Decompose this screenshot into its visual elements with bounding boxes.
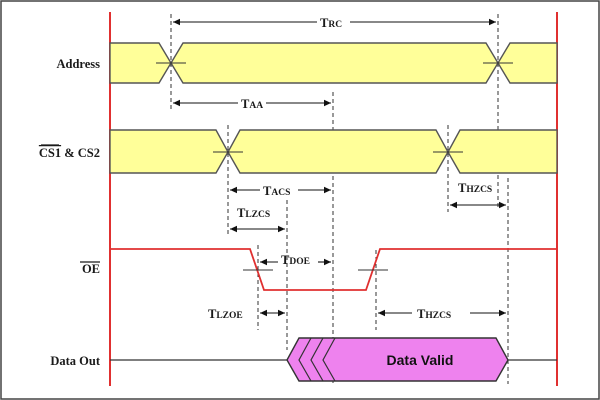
- taa-label: TAA: [241, 97, 263, 111]
- taa-dimension: TAA: [173, 97, 331, 111]
- cs-bus: [109, 129, 558, 174]
- tacs-label: TACS: [263, 184, 290, 198]
- oe-signal: [110, 248, 557, 291]
- thzcs-lower-dimension: THZCS: [378, 307, 506, 321]
- trc-label: TRC: [320, 16, 342, 30]
- trc-dimension: TRC: [173, 16, 496, 30]
- tacs-dimension: TACS: [230, 184, 331, 198]
- tlzoe-dimension: TLZOE: [208, 307, 285, 321]
- data-out-label: Data Out: [50, 354, 100, 368]
- data-out-signal: Data Valid: [110, 337, 557, 382]
- data-valid-label: Data Valid: [387, 352, 454, 368]
- thzcs-upper-label: THZCS: [458, 181, 492, 195]
- address-label: Address: [56, 57, 100, 71]
- tdoe-label: TDOE: [281, 253, 310, 267]
- tdoe-dimension: TDOE: [260, 253, 331, 267]
- tlzoe-label: TLZOE: [208, 307, 243, 321]
- address-bus: [109, 42, 558, 84]
- thzcs-upper-dimension: THZCS: [450, 181, 506, 209]
- cs-label: CS1 & CS2: [39, 146, 100, 160]
- cs1-label: CS1: [39, 146, 61, 160]
- thzcs-lower-label: THZCS: [417, 307, 451, 321]
- cs2-label: & CS2: [61, 146, 100, 160]
- tlzcs-dimension: TLZCS: [230, 206, 285, 233]
- tlzcs-label: TLZCS: [237, 206, 270, 220]
- data-valid-region: [286, 337, 509, 382]
- oe-label: OE: [82, 262, 100, 276]
